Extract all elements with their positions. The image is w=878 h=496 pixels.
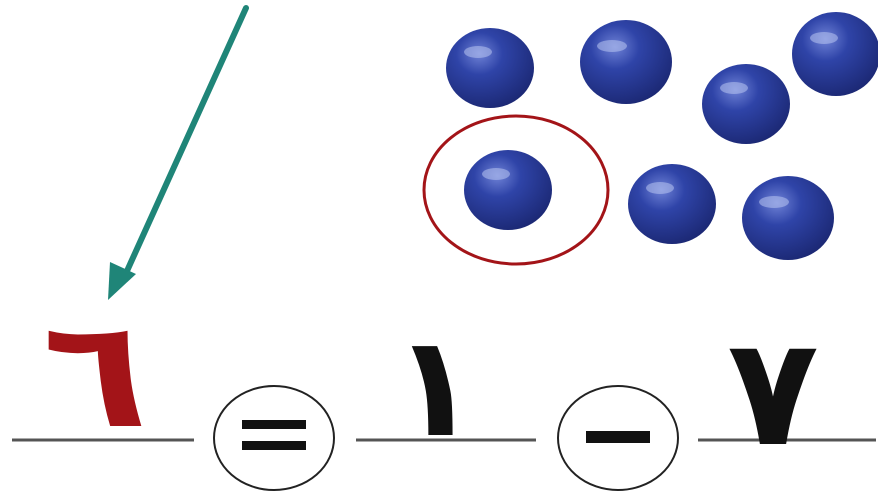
counter-ball <box>580 20 672 104</box>
minuend-digit: ٧ <box>727 306 819 480</box>
removed-highlight-circle <box>422 114 610 266</box>
counter-ball-removed <box>464 150 552 230</box>
pointer-arrow <box>108 5 249 300</box>
minus-icon <box>586 431 650 443</box>
counter-ball <box>702 64 790 144</box>
counter-ball <box>742 176 834 260</box>
subtrahend-digit: ١ <box>392 306 478 469</box>
counter-group <box>446 12 878 260</box>
minus-sign-circle <box>557 385 679 491</box>
equals-icon <box>242 420 306 429</box>
counter-ball <box>628 164 716 244</box>
counter-ball <box>446 28 534 108</box>
counter-ball <box>792 12 878 96</box>
equals-sign-circle <box>213 385 335 491</box>
result-digit: ٦ <box>42 288 148 462</box>
